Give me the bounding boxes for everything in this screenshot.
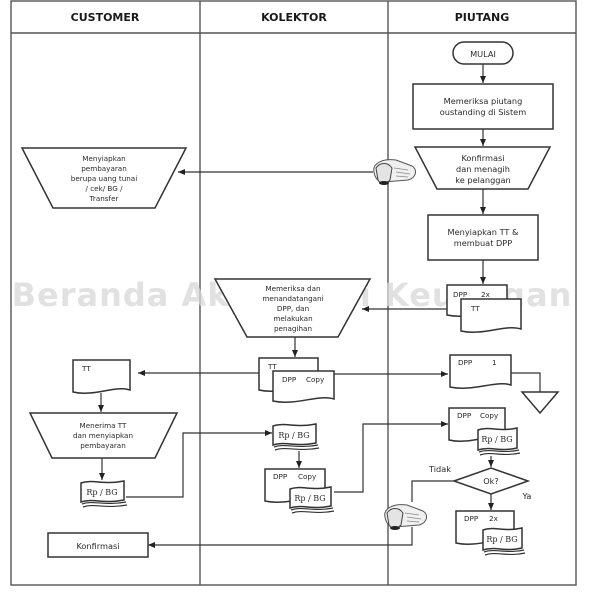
decision-no-label: Tidak xyxy=(428,464,451,474)
flow-line xyxy=(511,372,541,392)
node-konfirmasi-menagih-line3: ke pelanggan xyxy=(455,175,510,185)
flow-arrow xyxy=(126,430,272,498)
doc-dpp1-number: 1 xyxy=(492,358,497,367)
node-siapkan-bayar-line2: pembayaran xyxy=(81,164,127,173)
doc-dpp-label: DPP xyxy=(273,472,288,481)
node-rpbg-customer: Rp / BG xyxy=(80,480,128,508)
payment-label: Rp / BG xyxy=(278,431,309,440)
flow-arrow xyxy=(334,421,448,493)
node-siapkan-bayar: Menyiapkan pembayaran berupa uang tunai … xyxy=(20,147,188,209)
lane-header-customer: CUSTOMER xyxy=(71,11,140,24)
node-periksa-dpp-line3: DPP, dan xyxy=(277,304,309,313)
node-konfirmasi-customer: Konfirmasi xyxy=(47,532,149,558)
node-mulai-label: MULAI xyxy=(470,49,496,59)
node-terima-tt-line3: pembayaran xyxy=(80,441,126,450)
node-siapkan-bayar-line1: Menyiapkan xyxy=(82,154,125,163)
node-dpp-2x-rpbg: DPP 2x Rp / BG xyxy=(455,510,526,556)
doc-dpp-label: DPP xyxy=(464,514,479,523)
node-dpp-copy-rpbg-kolektor: DPP Copy Rp / BG xyxy=(264,468,335,514)
lane-header-kolektor: KOLEKTOR xyxy=(261,11,327,24)
telephone-icon xyxy=(373,159,416,185)
payment-label: Rp / BG xyxy=(486,535,517,544)
payment-label: Rp / BG xyxy=(86,488,117,497)
node-konfirmasi-menagih-line2: dan menagih xyxy=(456,164,510,174)
doc-2x-label: 2x xyxy=(481,290,491,299)
node-terima-tt: Menerima TT dan menyiapkan pembayaran xyxy=(28,412,179,459)
node-konfirmasi-customer-label: Konfirmasi xyxy=(76,541,119,551)
payment-label: Rp / BG xyxy=(481,435,512,444)
decision-label: Ok? xyxy=(483,476,499,486)
node-periksa-dpp-line2: menandatangani xyxy=(262,294,323,303)
doc-2x-label: 2x xyxy=(489,514,499,523)
node-siapkan-tt-line2: membuat DPP xyxy=(454,238,512,248)
node-periksa-piutang-line2: oustanding di Sistem xyxy=(440,107,526,117)
node-periksa-dpp-line4: melakukan xyxy=(273,314,312,323)
doc-tt-label: TT xyxy=(267,362,277,371)
node-siapkan-tt-line1: Menyiapkan TT & xyxy=(448,227,519,237)
node-siapkan-bayar-line5: Transfer xyxy=(89,194,119,203)
node-periksa-piutang: Memeriksa piutang oustanding di Sistem xyxy=(412,83,554,130)
node-doc-dpp-1: DPP 1 xyxy=(449,354,512,389)
decision-yes-label: Ya xyxy=(522,491,532,501)
node-mulai: MULAI xyxy=(452,41,514,65)
node-doc-tt-customer: TT xyxy=(72,359,131,394)
swimlane-frame xyxy=(10,0,577,586)
node-konfirmasi-menagih: Konfirmasi dan menagih ke pelanggan xyxy=(413,146,552,190)
doc-tt-label: TT xyxy=(81,364,91,373)
node-periksa-dpp-line1: Memeriksa dan xyxy=(265,284,320,293)
lane-header-piutang: PIUTANG xyxy=(455,11,509,24)
node-dpp-copy-rpbg-piutang: DPP Copy Rp / BG xyxy=(448,407,521,456)
doc-copy-label: Copy xyxy=(298,472,317,481)
node-doc-dpp-tt: DPP 2x TT xyxy=(446,284,522,333)
node-periksa-piutang-line1: Memeriksa piutang xyxy=(444,96,523,106)
doc-dpp-label: DPP xyxy=(453,290,468,299)
node-siapkan-bayar-line4: / cek/ BG / xyxy=(85,184,123,193)
node-decision-ok: Ok? xyxy=(451,467,531,495)
flow-line-no xyxy=(411,480,454,502)
node-periksa-dpp-line5: penagihan xyxy=(274,324,312,333)
telephone-icon xyxy=(384,504,427,530)
node-doc-tt-dpp-copy: TT DPP Copy xyxy=(258,357,335,403)
doc-dpp1-label: DPP xyxy=(458,358,473,367)
node-terima-tt-line2: dan menyiapkan xyxy=(73,431,133,440)
archive-storage-icon xyxy=(520,391,560,415)
flow-arrow-no xyxy=(148,527,413,548)
node-konfirmasi-menagih-line1: Konfirmasi xyxy=(461,153,504,163)
node-periksa-dpp: Memeriksa dan menandatangani DPP, dan me… xyxy=(213,278,372,338)
node-siapkan-bayar-line3: berupa uang tunai xyxy=(71,174,137,183)
doc-copy-label: Copy xyxy=(306,375,325,384)
doc-tt-label: TT xyxy=(470,304,480,313)
node-terima-tt-line1: Menerima TT xyxy=(80,421,128,430)
doc-dpp-label: DPP xyxy=(282,375,297,384)
node-siapkan-tt: Menyiapkan TT & membuat DPP xyxy=(427,214,539,261)
node-rpbg-kolektor: Rp / BG xyxy=(272,423,320,451)
doc-copy-label: Copy xyxy=(480,411,499,420)
payment-label: Rp / BG xyxy=(294,494,325,503)
doc-dpp-label: DPP xyxy=(457,411,472,420)
